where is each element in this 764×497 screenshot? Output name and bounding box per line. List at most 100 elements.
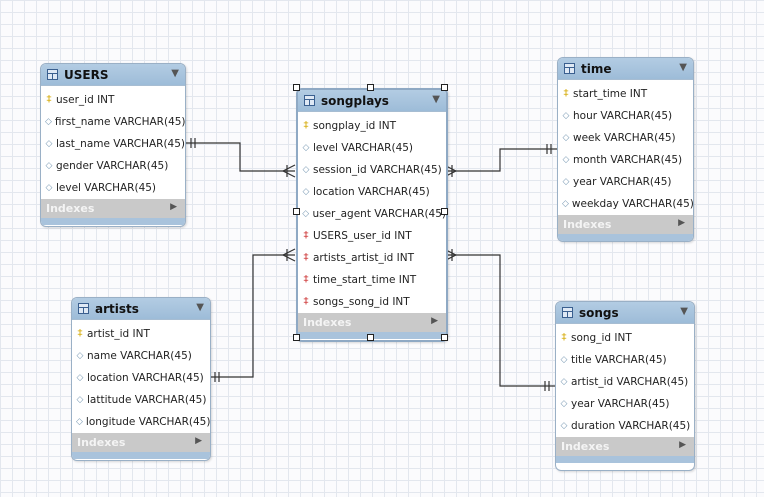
table-footer	[558, 234, 693, 241]
resize-handle-top-right[interactable]	[441, 84, 448, 91]
column-row[interactable]: ◇duration VARCHAR(45)	[556, 415, 694, 437]
column-row[interactable]: ◇lattitude VARCHAR(45)	[72, 389, 210, 411]
expand-arrow-icon[interactable]: ▶	[170, 202, 177, 212]
table-header[interactable]: time ▼	[558, 58, 693, 80]
table-header[interactable]: songs ▼	[556, 302, 694, 324]
resize-handle-middle-right[interactable]	[441, 208, 448, 215]
collapse-arrow-icon[interactable]: ▼	[679, 62, 687, 73]
column-label: songs_song_id INT	[313, 296, 410, 308]
expand-arrow-icon[interactable]: ▶	[679, 440, 686, 450]
column-label: first_name VARCHAR(45)	[54, 116, 186, 128]
table-artists[interactable]: artists ▼ ‡artist_id INT◇name VARCHAR(45…	[71, 297, 211, 461]
resize-handle-bottom-right[interactable]	[441, 334, 448, 341]
column-diamond-icon: ◇	[45, 117, 52, 127]
column-label: location VARCHAR(45)	[87, 372, 204, 384]
column-row[interactable]: ◇gender VARCHAR(45)	[41, 155, 185, 177]
column-diamond-icon: ◇	[562, 155, 570, 165]
column-row[interactable]: ◇hour VARCHAR(45)	[558, 105, 693, 127]
table-name: USERS	[64, 67, 109, 82]
column-row[interactable]: ‡artist_id INT	[72, 323, 210, 345]
table-songplays[interactable]: songplays ▼ ‡songplay_id INT◇level VARCH…	[296, 88, 448, 342]
indexes-section[interactable]: Indexes ▶	[298, 313, 446, 332]
indexes-label: Indexes	[303, 316, 352, 329]
relationship-users-songplays[interactable]	[186, 138, 296, 178]
column-row[interactable]: ‡user_id INT	[41, 89, 185, 111]
table-time[interactable]: time ▼ ‡start_time INT◇hour VARCHAR(45)◇…	[557, 57, 694, 242]
indexes-section[interactable]: Indexes ▶	[72, 433, 210, 452]
column-diamond-icon: ◇	[562, 177, 570, 187]
resize-handle-bottom-left[interactable]	[293, 334, 300, 341]
column-row[interactable]: ◇last_name VARCHAR(45)	[41, 133, 185, 155]
indexes-label: Indexes	[563, 218, 612, 231]
resize-handle-bottom-center[interactable]	[367, 334, 374, 341]
relationship-artists-songplays[interactable]	[210, 248, 296, 382]
column-row[interactable]: ◇name VARCHAR(45)	[72, 345, 210, 367]
column-label: year VARCHAR(45)	[571, 398, 670, 410]
column-row[interactable]: ‡USERS_user_id INT	[298, 225, 446, 247]
resize-handle-top-center[interactable]	[367, 84, 374, 91]
column-diamond-icon: ◇	[562, 111, 570, 121]
column-diamond-icon: ◇	[562, 133, 570, 143]
resize-handle-top-left[interactable]	[293, 84, 300, 91]
expand-arrow-icon[interactable]: ▶	[678, 218, 685, 228]
column-row[interactable]: ◇title VARCHAR(45)	[556, 349, 694, 371]
column-label: location VARCHAR(45)	[313, 186, 430, 198]
column-row[interactable]: ◇first_name VARCHAR(45)	[41, 111, 185, 133]
indexes-section[interactable]: Indexes ▶	[41, 199, 185, 218]
column-row[interactable]: ◇artist_id VARCHAR(45)	[556, 371, 694, 393]
column-label: start_time INT	[573, 88, 648, 100]
resize-handle-middle-left[interactable]	[293, 208, 300, 215]
column-diamond-icon: ◇	[76, 417, 83, 427]
column-diamond-icon: ◇	[560, 421, 568, 431]
indexes-section[interactable]: Indexes ▶	[556, 437, 694, 456]
column-row[interactable]: ◇location VARCHAR(45)	[72, 367, 210, 389]
column-label: name VARCHAR(45)	[87, 350, 192, 362]
table-users[interactable]: USERS ▼ ‡user_id INT◇first_name VARCHAR(…	[40, 63, 186, 227]
column-row[interactable]: ◇year VARCHAR(45)	[556, 393, 694, 415]
column-row[interactable]: ‡song_id INT	[556, 327, 694, 349]
column-row[interactable]: ◇longitude VARCHAR(45)	[72, 411, 210, 433]
column-row[interactable]: ‡songplay_id INT	[298, 115, 446, 137]
table-header[interactable]: artists ▼	[72, 298, 210, 320]
column-row[interactable]: ‡songs_song_id INT	[298, 291, 446, 313]
column-label: session_id VARCHAR(45)	[313, 164, 442, 176]
column-row[interactable]: ‡time_start_time INT	[298, 269, 446, 291]
table-header[interactable]: USERS ▼	[41, 64, 185, 86]
column-row[interactable]: ‡artists_artist_id INT	[298, 247, 446, 269]
column-diamond-icon: ◇	[76, 395, 84, 405]
indexes-label: Indexes	[561, 440, 610, 453]
table-header[interactable]: songplays ▼	[298, 90, 446, 112]
column-list: ‡user_id INT◇first_name VARCHAR(45)◇last…	[41, 86, 185, 199]
column-row[interactable]: ‡start_time INT	[558, 83, 693, 105]
column-row[interactable]: ◇weekday VARCHAR(45)	[558, 193, 693, 215]
column-row[interactable]: ◇session_id VARCHAR(45)	[298, 159, 446, 181]
relationship-songs-songplays[interactable]	[443, 248, 555, 391]
expand-arrow-icon[interactable]: ▶	[195, 436, 202, 446]
column-row[interactable]: ◇location VARCHAR(45)	[298, 181, 446, 203]
collapse-arrow-icon[interactable]: ▼	[196, 302, 204, 313]
column-diamond-icon: ◇	[302, 187, 310, 197]
column-row[interactable]: ◇user_agent VARCHAR(45)	[298, 203, 446, 225]
column-label: hour VARCHAR(45)	[573, 110, 673, 122]
column-row[interactable]: ◇level VARCHAR(45)	[298, 137, 446, 159]
foreign-key-icon: ‡	[303, 230, 309, 241]
column-label: month VARCHAR(45)	[573, 154, 683, 166]
column-row[interactable]: ◇level VARCHAR(45)	[41, 177, 185, 199]
collapse-arrow-icon[interactable]: ▼	[680, 306, 688, 317]
column-row[interactable]: ◇month VARCHAR(45)	[558, 149, 693, 171]
column-label: songplay_id INT	[313, 120, 396, 132]
table-songs[interactable]: songs ▼ ‡song_id INT◇title VARCHAR(45)◇a…	[555, 301, 695, 471]
collapse-arrow-icon[interactable]: ▼	[171, 68, 179, 79]
column-label: artists_artist_id INT	[313, 252, 415, 264]
table-icon	[78, 303, 89, 314]
collapse-arrow-icon[interactable]: ▼	[432, 94, 440, 105]
expand-arrow-icon[interactable]: ▶	[431, 316, 438, 326]
column-row[interactable]: ◇year VARCHAR(45)	[558, 171, 693, 193]
column-label: last_name VARCHAR(45)	[55, 138, 185, 150]
column-diamond-icon: ◇	[560, 355, 568, 365]
column-row[interactable]: ◇week VARCHAR(45)	[558, 127, 693, 149]
indexes-section[interactable]: Indexes ▶	[558, 215, 693, 234]
relationship-time-songplays[interactable]	[443, 144, 557, 178]
table-name: songs	[579, 305, 619, 320]
